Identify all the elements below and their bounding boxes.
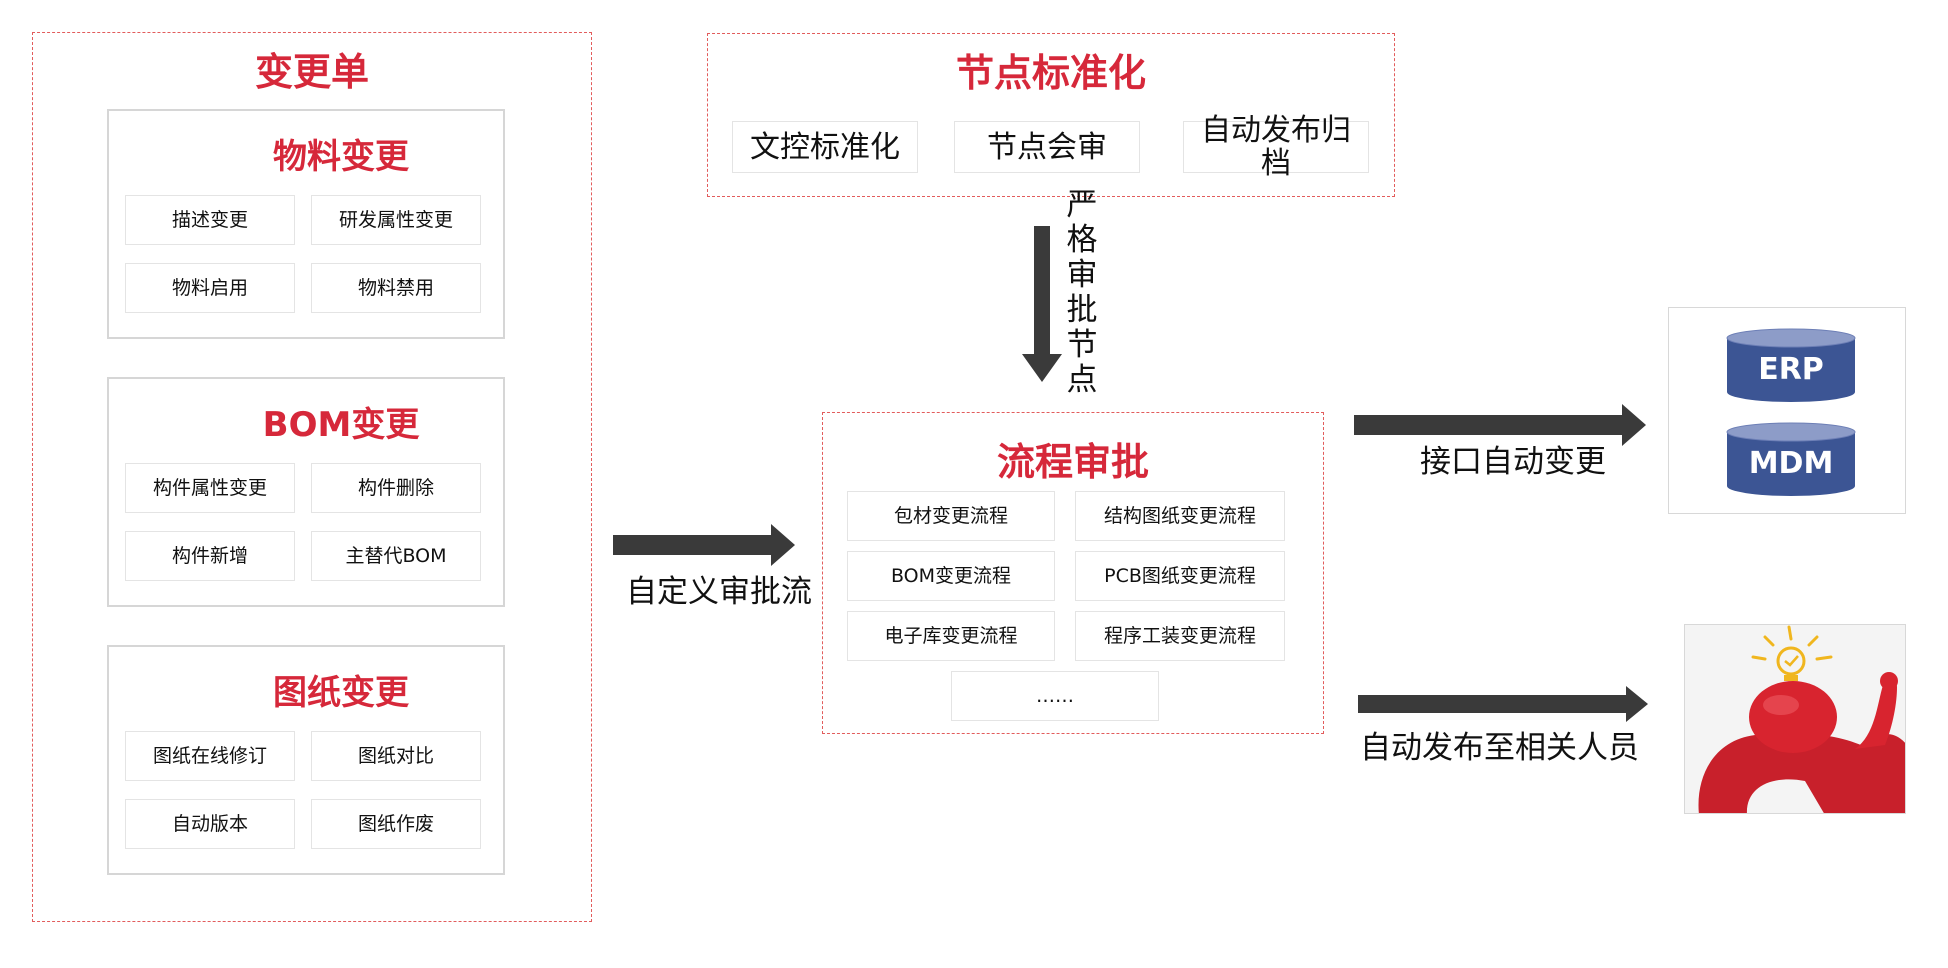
change-order-title: 变更单	[254, 50, 369, 94]
auto-publish-label: 自动发布至相关人员	[1360, 730, 1639, 766]
drawing-change-panel: 图纸变更 图纸在线修订 图纸对比 自动版本 图纸作废	[107, 645, 505, 875]
drawing-item-online-revise[interactable]: 图纸在线修订	[125, 731, 295, 781]
bom-item-attr[interactable]: 构件属性变更	[125, 463, 295, 513]
material-item-disable[interactable]: 物料禁用	[311, 263, 481, 313]
erp-label: ERP	[1758, 352, 1824, 387]
bom-change-panel: BOM变更 构件属性变更 构件删除 构件新增 主替代BOM	[107, 377, 505, 607]
arrow-down-icon	[1022, 226, 1062, 382]
approval-item-program-tooling[interactable]: 程序工装变更流程	[1075, 611, 1285, 661]
change-order-container: 变更单	[32, 32, 592, 922]
bom-item-add[interactable]: 构件新增	[125, 531, 295, 581]
approval-item-bom[interactable]: BOM变更流程	[847, 551, 1055, 601]
node-item-review[interactable]: 节点会审	[954, 121, 1140, 173]
custom-flow-label: 自定义审批流	[626, 574, 812, 610]
material-item-rd-attr[interactable]: 研发属性变更	[311, 195, 481, 245]
approval-item-structure-drawing[interactable]: 结构图纸变更流程	[1075, 491, 1285, 541]
material-change-title: 物料变更	[273, 137, 409, 177]
arrow-right-icon	[613, 524, 795, 566]
arrow-right-icon	[1354, 404, 1646, 446]
drawing-item-auto-version[interactable]: 自动版本	[125, 799, 295, 849]
database-icon: MDM	[1726, 422, 1856, 496]
strict-char-1: 格	[1066, 222, 1098, 258]
arrow-right-icon	[1358, 686, 1648, 722]
strict-char-5: 点	[1066, 362, 1098, 398]
strict-char-4: 节	[1066, 327, 1098, 363]
approval-item-packaging[interactable]: 包材变更流程	[847, 491, 1055, 541]
strict-char-3: 批	[1066, 292, 1098, 328]
material-item-describe[interactable]: 描述变更	[125, 195, 295, 245]
systems-panel: ERP MDM	[1668, 307, 1906, 514]
bom-item-delete[interactable]: 构件删除	[311, 463, 481, 513]
node-standard-container: 节点标准化 文控标准化 节点会审 自动发布归档	[707, 33, 1395, 197]
node-standard-title: 节点标准化	[955, 51, 1146, 95]
mdm-label: MDM	[1749, 446, 1834, 481]
strict-char-2: 审	[1066, 257, 1098, 293]
material-item-enable[interactable]: 物料启用	[125, 263, 295, 313]
drawing-item-compare[interactable]: 图纸对比	[311, 731, 481, 781]
mascot-idea-icon	[1698, 625, 1905, 813]
node-item-doc-control[interactable]: 文控标准化	[732, 121, 918, 173]
approval-item-electronic-lib[interactable]: 电子库变更流程	[847, 611, 1055, 661]
interface-auto-change-label: 接口自动变更	[1420, 444, 1606, 480]
drawing-item-void[interactable]: 图纸作废	[311, 799, 481, 849]
bom-change-title: BOM变更	[262, 405, 420, 445]
strict-char-0: 严	[1066, 187, 1098, 223]
node-item-auto-publish[interactable]: 自动发布归档	[1183, 114, 1369, 180]
approval-item-pcb-drawing[interactable]: PCB图纸变更流程	[1075, 551, 1285, 601]
database-icon: ERP	[1726, 328, 1856, 402]
drawing-change-title: 图纸变更	[273, 673, 409, 713]
material-change-panel: 物料变更 描述变更 研发属性变更 物料启用 物料禁用	[107, 109, 505, 339]
bom-item-substitute[interactable]: 主替代BOM	[311, 531, 481, 581]
approval-title: 流程审批	[996, 440, 1149, 484]
approval-item-more[interactable]: ……	[951, 671, 1159, 721]
strict-approval-label: 严 格 审 批 节 点	[1062, 188, 1102, 398]
approval-container: 流程审批 包材变更流程 结构图纸变更流程 BOM变更流程 PCB图纸变更流程 电…	[822, 412, 1324, 734]
mascot-panel	[1684, 624, 1906, 814]
